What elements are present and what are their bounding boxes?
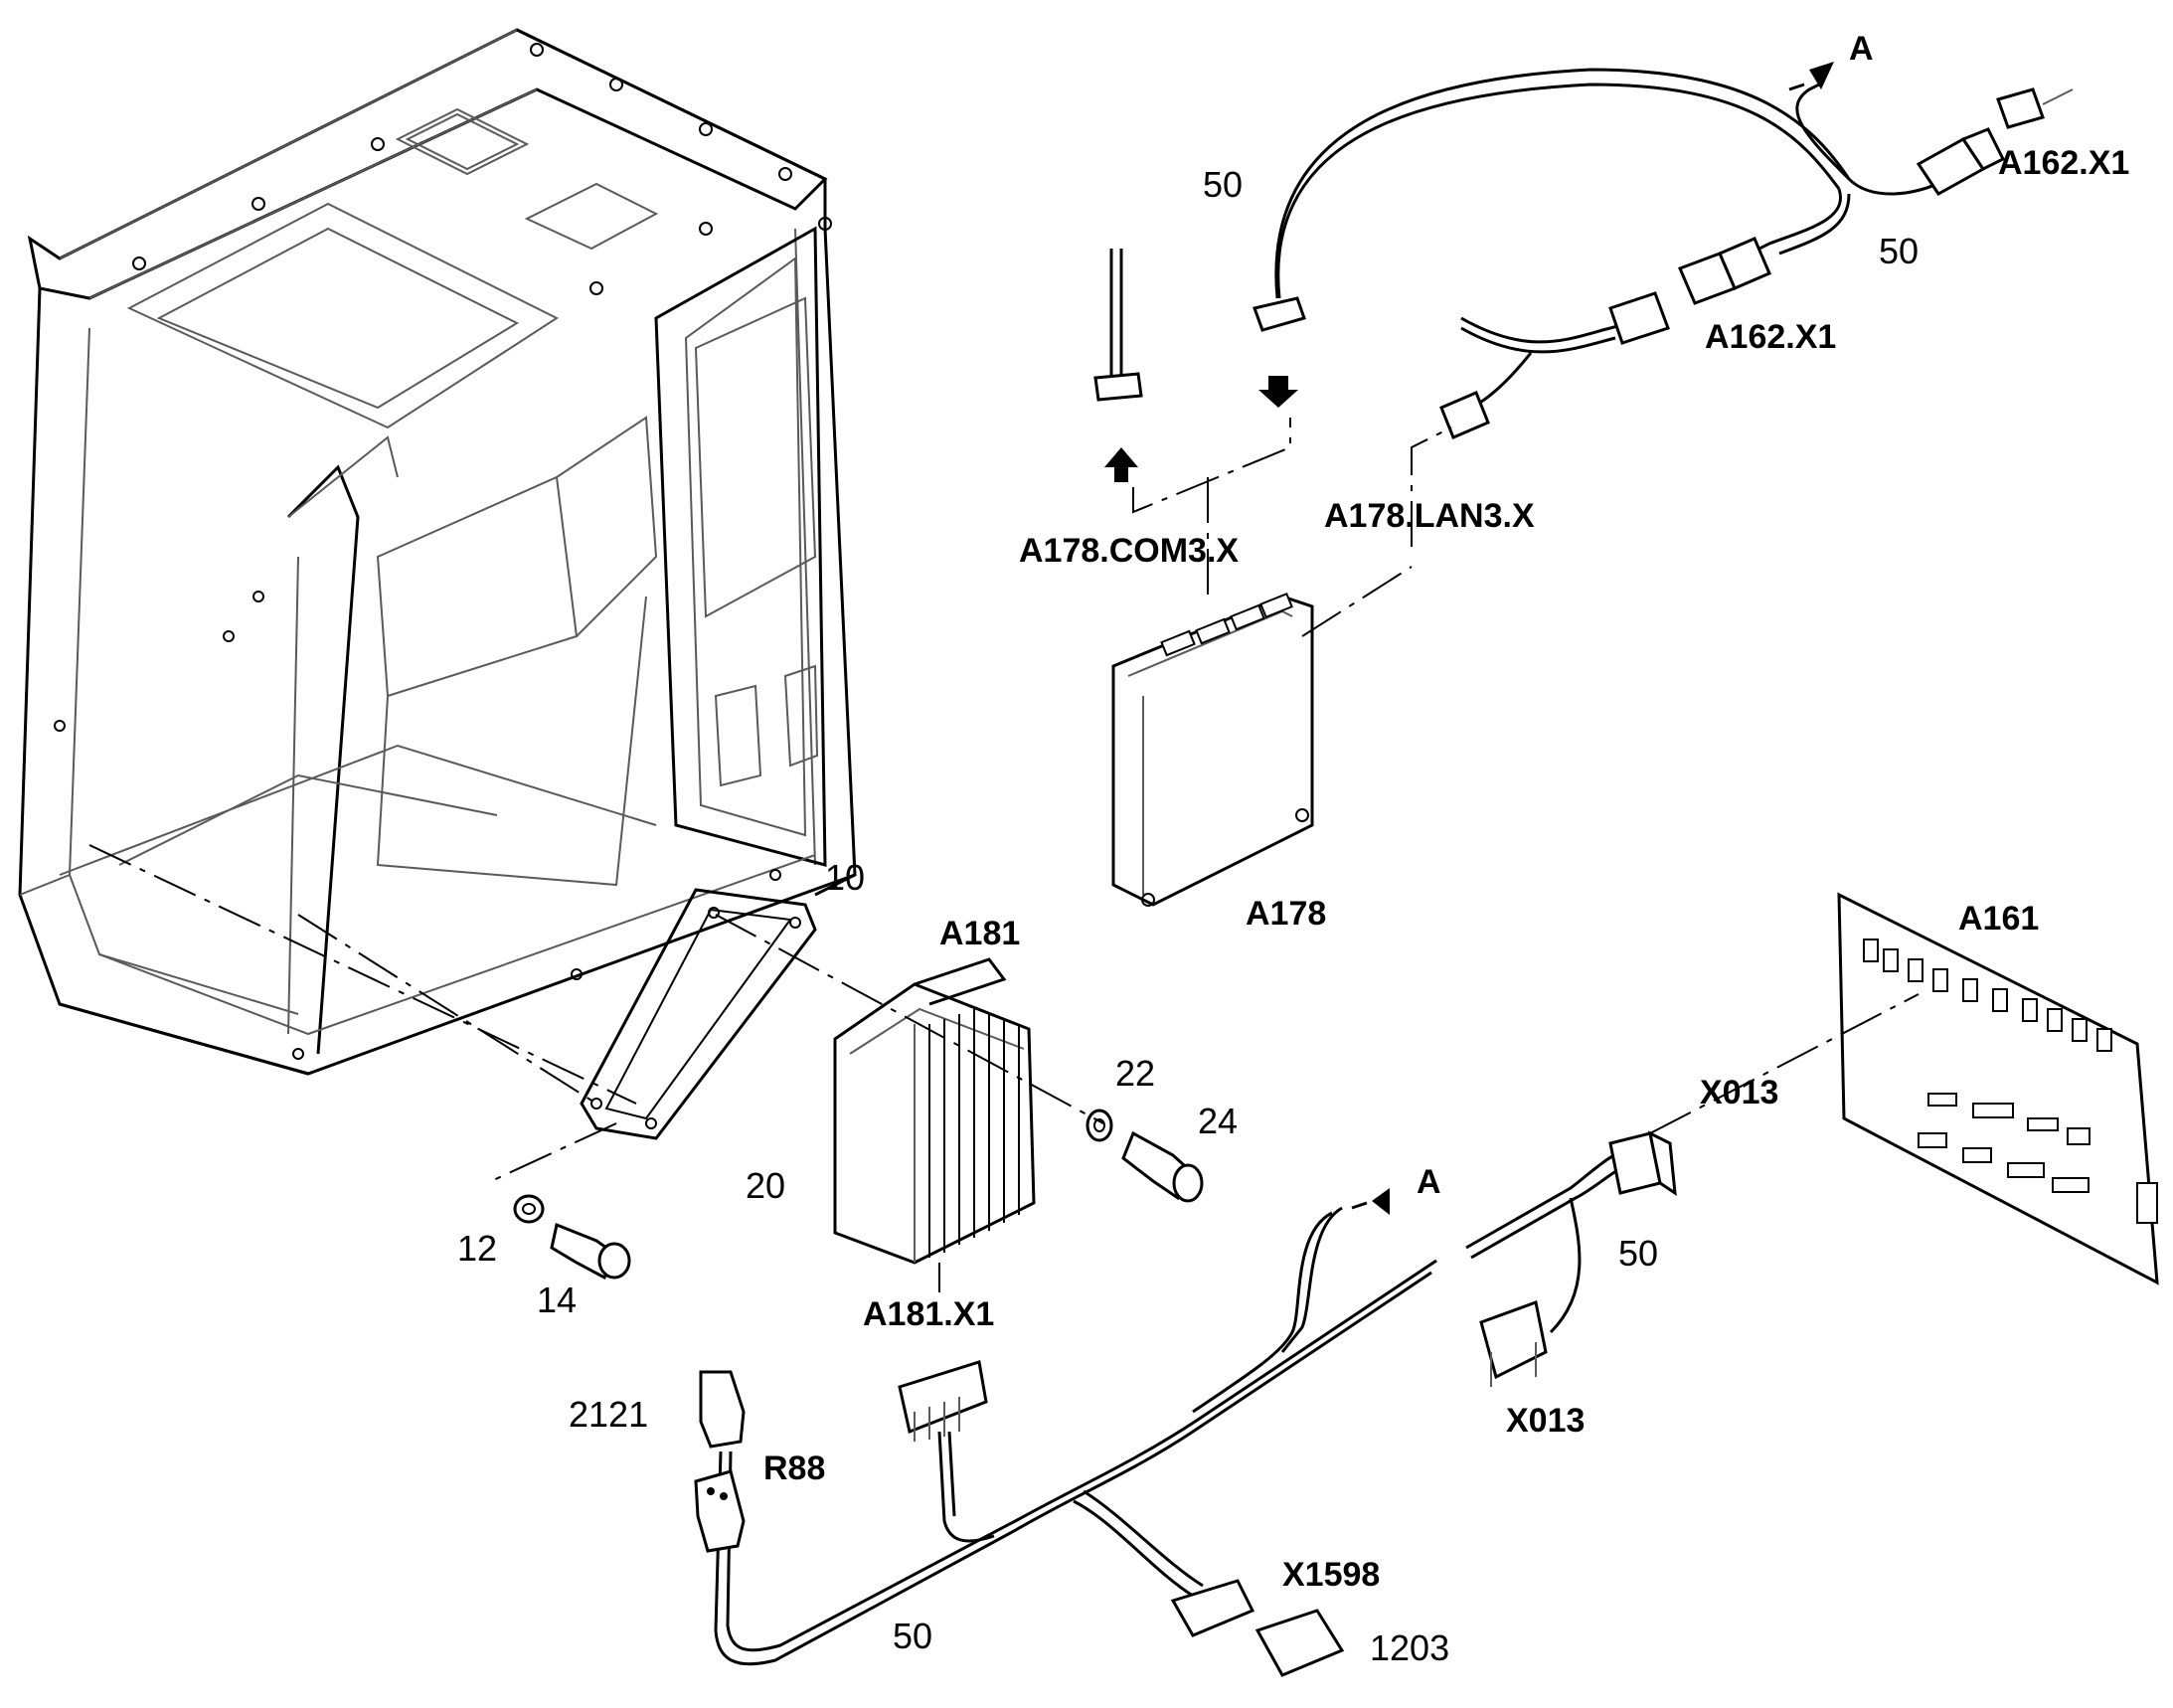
label-2121: 2121 (569, 1394, 648, 1435)
label-a162-x1-top: A162.X1 (1998, 144, 2129, 182)
a178-controller (1111, 592, 1314, 907)
arrow-a-top (1788, 62, 1834, 91)
label-10: 10 (825, 857, 865, 898)
label-a-top: A (1849, 30, 1874, 68)
bolt-24 (1121, 1130, 1204, 1203)
label-x013-bottom: X013 (1506, 1402, 1585, 1440)
label-1203: 1203 (1370, 1627, 1449, 1668)
harness-50-bottom (694, 1130, 1677, 1677)
label-50-bottom: 50 (893, 1616, 932, 1656)
label-22: 22 (1115, 1053, 1155, 1094)
label-x1598: X1598 (1282, 1556, 1380, 1594)
label-r88: R88 (763, 1450, 825, 1487)
cab-frame (18, 28, 857, 1076)
washer-12 (513, 1194, 545, 1224)
label-a181-x1: A181.X1 (863, 1295, 994, 1333)
label-a178-com3: A178.COM3.X (1019, 532, 1239, 570)
label-a161: A161 (1958, 900, 2039, 938)
a181-controller (833, 957, 1036, 1265)
label-14: 14 (537, 1280, 577, 1320)
harness-lan3 (1439, 291, 1670, 439)
label-a178-lan3: A178.LAN3.X (1324, 497, 1535, 535)
washer-22 (1086, 1109, 1113, 1142)
arrow-a-bottom (1351, 1188, 1390, 1215)
label-x013-top: X013 (1700, 1074, 1778, 1111)
a161-board (1837, 892, 2159, 1285)
label-24: 24 (1198, 1101, 1238, 1141)
labels: A A162.X1 A162.X1 50 50 A178.COM3.X A178… (457, 30, 2129, 1668)
label-50-top-left: 50 (1203, 164, 1243, 205)
label-50-mid: 50 (1618, 1233, 1658, 1274)
center-lines (88, 418, 1920, 1292)
bolt-14 (550, 1222, 631, 1281)
label-a-bottom: A (1417, 1163, 1441, 1201)
harness-50-top (1253, 68, 2074, 332)
label-a162-x1: A162.X1 (1705, 318, 1836, 356)
label-50-top-right: 50 (1879, 231, 1919, 271)
label-12: 12 (457, 1228, 497, 1269)
label-a181: A181 (939, 915, 1020, 952)
label-20: 20 (746, 1165, 785, 1206)
com3-pigtail (1093, 249, 1298, 482)
gasket-10 (580, 888, 817, 1140)
label-a178: A178 (1246, 895, 1326, 933)
